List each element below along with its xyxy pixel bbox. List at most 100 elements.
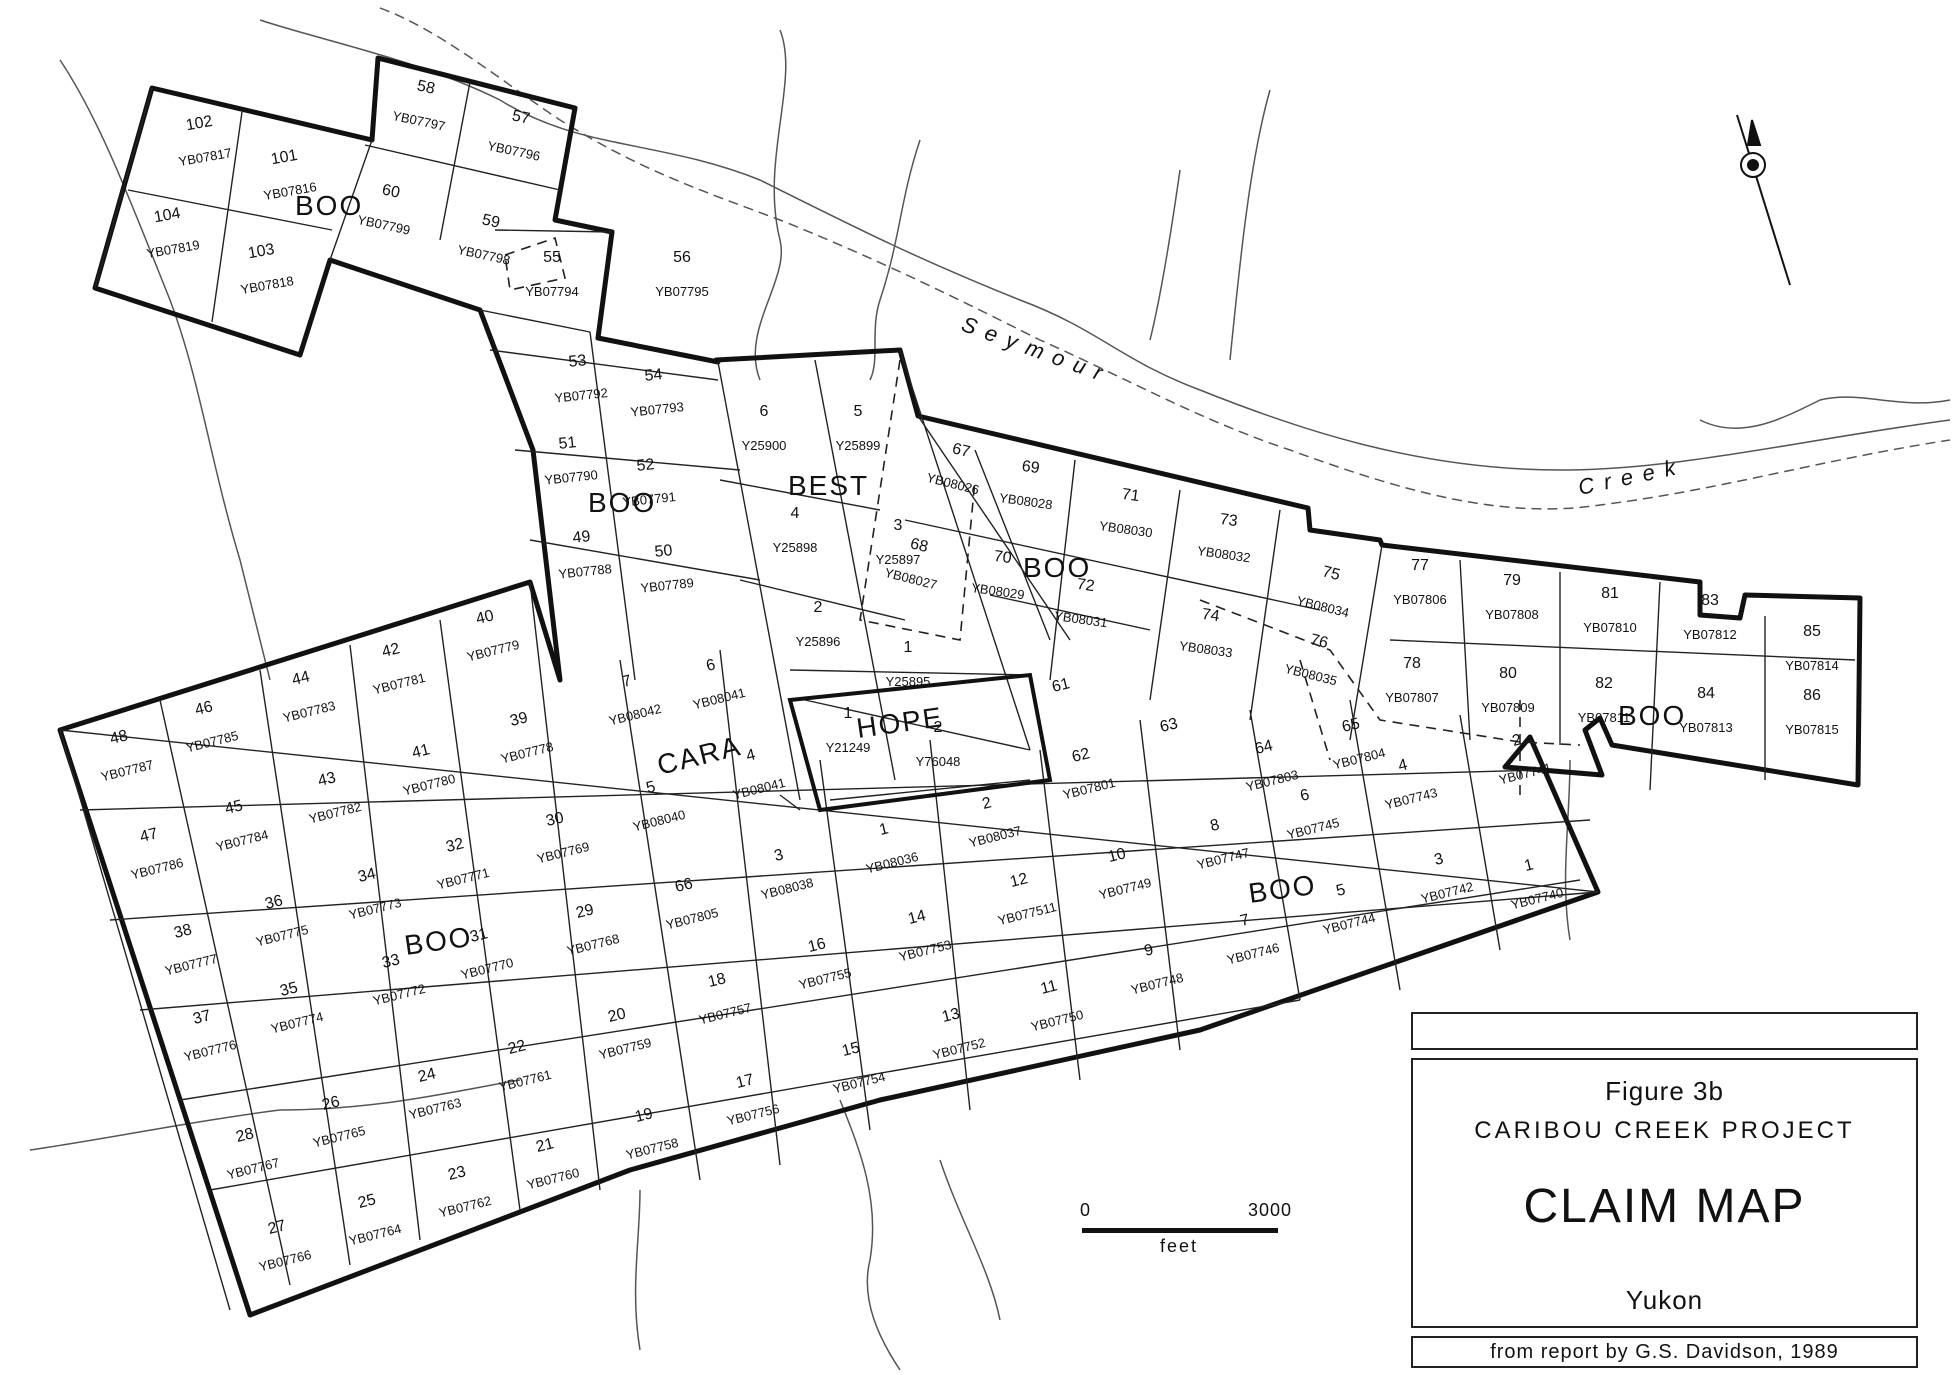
claim-tag: YB07771: [435, 865, 491, 892]
claim-number: 4: [1397, 756, 1410, 775]
claim-tag: Y76048: [916, 754, 961, 769]
claim-number: 46: [193, 698, 214, 719]
claim-number: 19: [633, 1105, 654, 1126]
claim-number: 15: [840, 1039, 861, 1060]
claim-number: 2: [1511, 731, 1524, 750]
claim-number: 56: [673, 249, 691, 266]
claim-number: 7: [621, 672, 634, 691]
claim-number: 4: [791, 505, 800, 522]
claim-number: 33: [380, 951, 401, 972]
claim-tag: YB07813: [1679, 720, 1733, 735]
claim-number: 73: [1219, 511, 1239, 530]
claim-number: 11: [1039, 977, 1059, 998]
claim-number: 35: [278, 979, 299, 1000]
claim-tag: YB07781: [371, 670, 427, 697]
claim-number: 71: [1121, 486, 1141, 505]
seymour-creek-bank-north: [259, 19, 1951, 471]
claim-tag: Y25898: [773, 540, 818, 555]
claim-tag: YB07808: [1485, 607, 1539, 622]
claim-number: 47: [138, 825, 159, 846]
stream-south-2: [634, 1189, 641, 1351]
claim-tag: Y21249: [826, 740, 871, 755]
claim-tag: YB07743: [1383, 785, 1439, 812]
claim-tag: YB07755: [797, 965, 853, 992]
claim-number: 14: [906, 907, 927, 928]
claim-number: 5: [645, 778, 658, 797]
claim-number: 57: [510, 107, 531, 127]
claim-tag: Y25900: [742, 438, 787, 453]
claim-number: 17: [734, 1071, 755, 1092]
claim-number: 1: [1523, 856, 1536, 875]
map-credit: from report by G.S. Davidson, 1989: [1411, 1336, 1918, 1368]
group-label: BOO: [295, 190, 363, 221]
claim-number: 12: [1008, 870, 1029, 891]
claim-number: 39: [508, 709, 529, 730]
claim-tag: YB08034: [1295, 593, 1351, 620]
claim-tag: YB077511: [996, 899, 1058, 928]
claim-number: 83: [1701, 592, 1719, 609]
claim-tag: YB08033: [1178, 638, 1233, 660]
claim-grid: [59, 81, 1856, 1311]
claim-tag: YB07753: [897, 937, 953, 964]
group-label: BOO: [403, 921, 475, 961]
claim-tag: YB07786: [129, 855, 185, 882]
claim-tag: YB07768: [565, 931, 621, 958]
claim-number: 6: [1299, 786, 1312, 805]
claim-tag: YB07776: [182, 1037, 238, 1064]
claim-tag: YB07757: [697, 1000, 753, 1027]
claim-tag: YB07759: [597, 1035, 653, 1062]
claim-tag: YB07749: [1097, 875, 1153, 902]
claim-number: 68: [908, 535, 929, 556]
claim-tag: YB07748: [1129, 970, 1185, 997]
claim-tag: YB08028: [998, 490, 1053, 512]
claim-tag: YB07750: [1029, 1007, 1085, 1034]
claim-tag: YB07746: [1225, 940, 1281, 967]
claim-number: 66: [673, 875, 694, 896]
claim-number: 3: [1433, 850, 1446, 869]
scale-bar-line: [1082, 1228, 1278, 1233]
claim-number: 53: [568, 352, 588, 371]
claim-tag: YB07787: [99, 757, 155, 784]
claim-tag: YB07760: [525, 1165, 581, 1192]
claim-tag: YB07783: [281, 698, 337, 725]
claim-tag: Y25896: [796, 634, 841, 649]
claim-tag: YB07765: [311, 1123, 367, 1150]
claim-tag: YB07817: [177, 145, 232, 169]
claim-tag: YB07789: [640, 575, 695, 596]
claim-number: 16: [806, 935, 827, 956]
claim-number: 5: [1335, 881, 1348, 900]
claim-tag: YB07779: [465, 637, 521, 664]
claim-number: 84: [1697, 685, 1715, 702]
stream-north-2: [869, 139, 921, 381]
claim-tag: YB07788: [558, 561, 613, 582]
claim-tag: YB07799: [356, 212, 411, 238]
claim-tag: YB08035: [1283, 661, 1339, 688]
claim-number: 6: [760, 403, 769, 420]
claim-number: 34: [356, 865, 377, 886]
claim-tag: YB07777: [163, 951, 219, 978]
claim-number: 37: [191, 1007, 212, 1028]
